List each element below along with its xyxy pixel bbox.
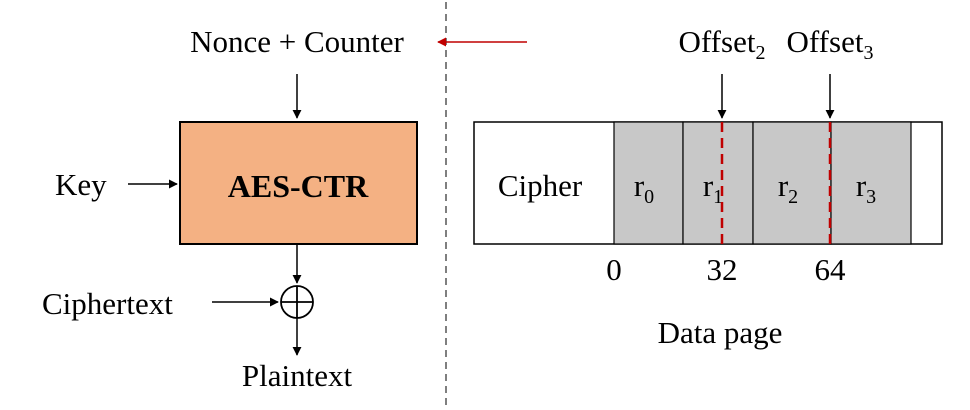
aes-ctr-label: AES-CTR [228,168,369,204]
record-label-r1: r1 [703,168,723,208]
offset3-label: Offset3 [787,24,874,64]
cipher-region-label: Cipher [498,168,583,203]
record-cell-r3 [830,121,912,245]
key-label: Key [55,167,107,202]
record-cell-r2 [752,121,832,245]
nonce-counter-label: Nonce + Counter [190,24,404,59]
tick-label-0: 0 [606,252,622,287]
tick-label-64: 64 [815,252,847,287]
data-page-caption: Data page [658,315,783,350]
offset2-label: Offset2 [679,24,766,64]
record-label-r3: r3 [856,168,876,208]
record-label-r2: r2 [778,168,798,208]
xor-icon [280,285,314,319]
record-cell-r1 [682,121,754,245]
record-cell-r0 [613,121,684,245]
record-label-r0: r0 [634,168,654,208]
plaintext-label: Plaintext [242,358,353,393]
tick-label-32: 32 [707,252,738,287]
aes-ctr-box [179,121,418,245]
ciphertext-label: Ciphertext [42,286,173,321]
